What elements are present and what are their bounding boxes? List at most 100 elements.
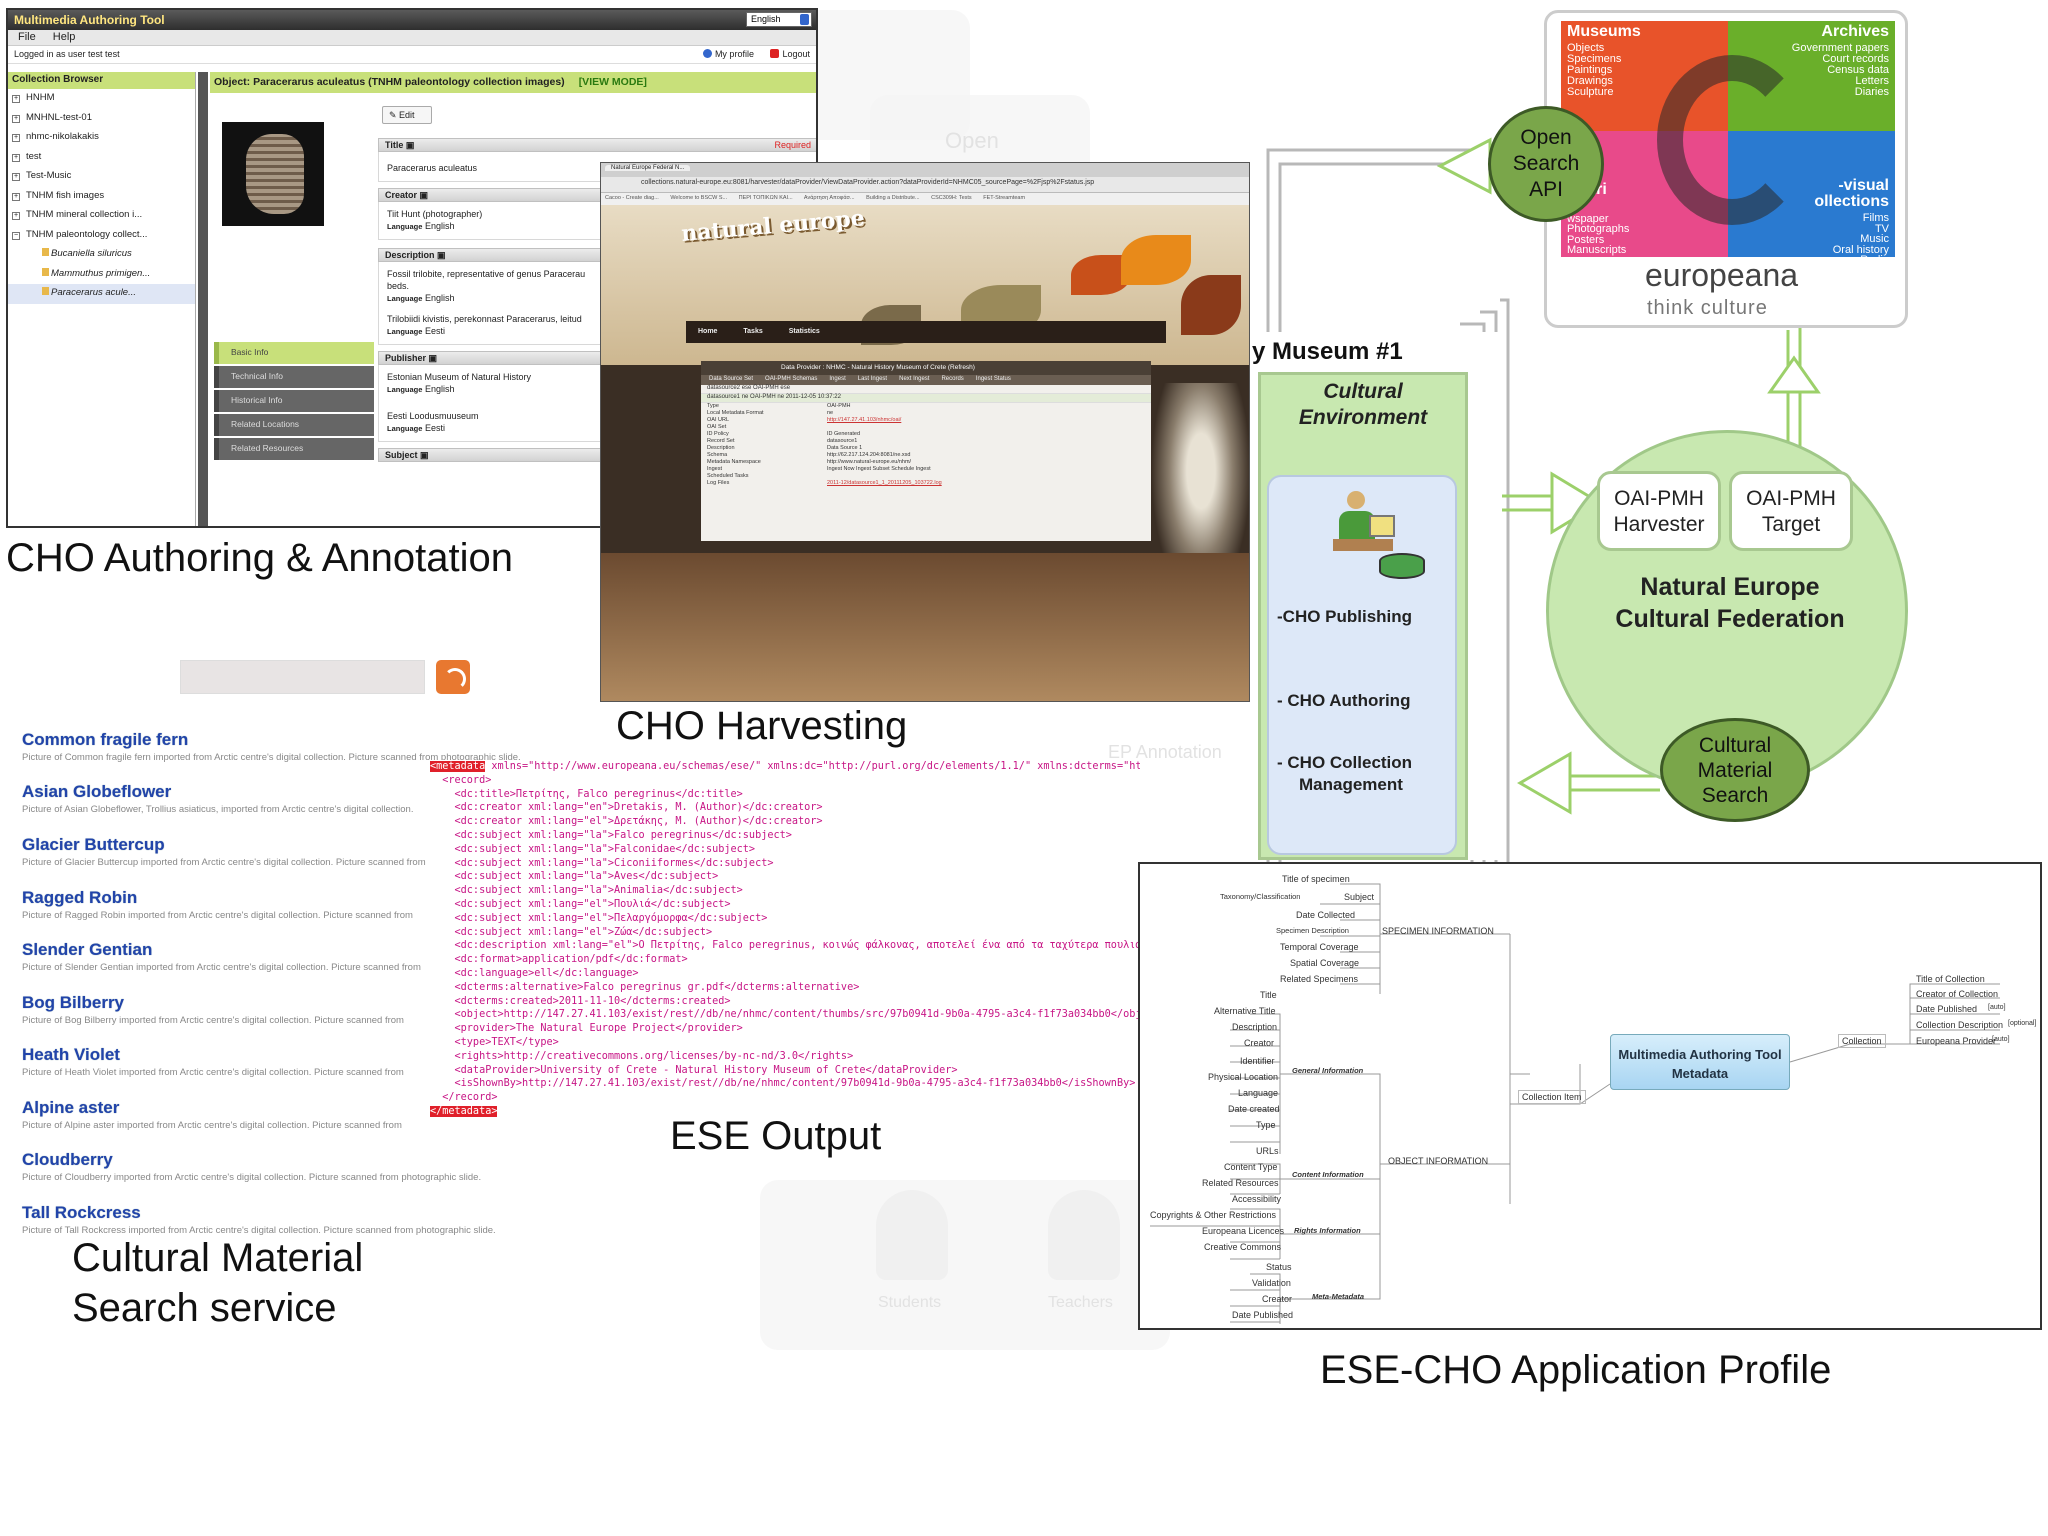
tree-item[interactable]: +HNHM <box>12 92 55 103</box>
result-title[interactable]: Asian Globeflower <box>22 782 172 801</box>
bookmark[interactable]: CSC309H: Tests <box>931 195 972 201</box>
result-title[interactable]: Glacier Buttercup <box>22 835 165 854</box>
expand-icon[interactable]: + <box>12 212 20 220</box>
result-title[interactable]: Common fragile fern <box>22 730 189 749</box>
bookmark[interactable]: ΠΕΡΙ ΤΟΠΙΚΩΝ ΚΑΙ... <box>738 195 793 201</box>
arrow-from-search <box>1517 751 1572 815</box>
view-mode-badge: [VIEW MODE] <box>578 76 647 88</box>
search-input[interactable] <box>180 660 425 694</box>
tree-item[interactable]: +Test-Music <box>12 170 72 181</box>
table-row[interactable]: datasource1 ne OAI-PMH ne 2011-12-05 10:… <box>701 394 1151 403</box>
nav-related-resources[interactable]: Related Resources <box>214 438 374 460</box>
bookmark[interactable]: Ανάρτηση Αποφάσ... <box>803 195 855 201</box>
mm-collection: Collection <box>1838 1034 1886 1048</box>
mm-meta-item: Status <box>1266 1262 1292 1272</box>
nav-historical-info[interactable]: Historical Info <box>214 390 374 412</box>
bookmark[interactable]: Cacoo - Create diag... <box>605 195 659 201</box>
nav-statistics[interactable]: Statistics <box>788 328 820 335</box>
expand-icon[interactable]: + <box>12 173 20 181</box>
user-computer-icon <box>1329 485 1425 585</box>
menu-file[interactable]: File <box>18 31 36 43</box>
nav-related-locations[interactable]: Related Locations <box>214 414 374 436</box>
menu-help[interactable]: Help <box>52 31 76 43</box>
bookmark[interactable]: FET-Streamteam <box>983 195 1026 201</box>
expand-icon[interactable]: + <box>12 192 20 201</box>
browser-address-bar[interactable]: collections.natural-europe.eu:8081/harve… <box>601 177 1249 193</box>
result-description: Picture of Alpine aster imported from Ar… <box>22 1120 402 1131</box>
edit-button[interactable]: ✎ Edit <box>382 106 432 124</box>
result-title[interactable]: Bog Bilberry <box>22 993 125 1012</box>
service-authoring: - CHO Authoring <box>1277 691 1411 710</box>
mm-auto-tag: [auto] <box>1992 1036 2010 1043</box>
tree-item[interactable]: +test <box>12 150 42 162</box>
log-file-link[interactable]: 2011-12/datasource1_1_20111205_103722.lo… <box>827 480 942 486</box>
tree-item[interactable]: +MNHNL-test-01 <box>12 111 92 123</box>
result-title[interactable]: Heath Violet <box>22 1045 120 1064</box>
language-select[interactable]: English <box>746 12 812 27</box>
xml-line: <record> <box>430 774 492 786</box>
tree-item[interactable]: −TNHM paleontology collect... <box>12 228 148 240</box>
tree-item[interactable]: +nhmc-nikolakakis <box>12 131 99 142</box>
nav-technical-info[interactable]: Technical Info <box>214 366 374 388</box>
mm-coll-item: Date Published <box>1916 1004 1978 1014</box>
service-collection: - CHO Collection <box>1277 753 1413 772</box>
browser-splitter[interactable] <box>198 72 208 526</box>
table-row[interactable]: datasource2 ese OAI-PMH ese <box>701 385 1151 394</box>
mat-title: Multimedia Authoring Tool <box>14 13 165 27</box>
collection-browser-header: Collection Browser <box>8 72 195 89</box>
logout-link[interactable]: Logout <box>770 49 810 59</box>
ingest-buttons[interactable]: Ingest Now Ingest Subset Schedule Ingest <box>827 466 931 472</box>
mat-userbar: Logged in as user test test My profile L… <box>8 46 816 64</box>
nav-basic-info[interactable]: Basic Info <box>214 342 374 364</box>
tree-item[interactable]: +TNHM fish images <box>12 189 105 201</box>
site-footer-background <box>601 553 1249 701</box>
mm-spec-item: Date Collected <box>1296 910 1356 920</box>
tree-leaf[interactable]: Bucaniella siluricus <box>8 245 195 265</box>
result-title[interactable]: Alpine aster <box>22 1098 120 1117</box>
collage-e-logo <box>1657 55 1807 225</box>
result-title[interactable]: Slender Gentian <box>22 940 153 959</box>
rss-feed-icon[interactable] <box>436 660 470 694</box>
image-file-icon <box>42 248 49 256</box>
expand-icon[interactable]: + <box>12 95 20 103</box>
mm-coll-item: Title of Collection <box>1916 974 1985 984</box>
label-ese-output: ESE Output <box>670 1114 882 1158</box>
result-title[interactable]: Ragged Robin <box>22 888 138 907</box>
trilobite-thumbnail[interactable] <box>222 122 324 226</box>
cat-av-2: ollections <box>1814 193 1889 210</box>
expand-icon[interactable]: + <box>12 134 20 142</box>
tree-item[interactable]: +TNHM mineral collection i... <box>12 209 143 220</box>
browser-tab[interactable]: Natural Europe Federal N... <box>605 165 691 171</box>
tree-leaf[interactable]: Mammuthus primigen... <box>8 265 195 285</box>
result-description: Picture of Glacier Buttercup imported fr… <box>22 857 426 868</box>
result-title[interactable]: Tall Rockcress <box>22 1203 141 1222</box>
my-profile-link[interactable]: My profile <box>702 49 754 59</box>
bookmark[interactable]: Welcome to BSCW S... <box>670 195 728 201</box>
detail-row: OAI Set <box>707 424 727 430</box>
result-title[interactable]: Cloudberry <box>22 1150 113 1169</box>
collapse-icon[interactable]: − <box>12 231 20 240</box>
mm-meta-item: Creator <box>1262 1294 1293 1304</box>
tree-leaf-selected[interactable]: Paracerarus acule... <box>8 284 195 304</box>
expand-icon[interactable]: + <box>12 153 20 162</box>
expand-icon[interactable]: + <box>12 114 20 123</box>
bookmark[interactable]: Building a Distribute... <box>866 195 920 201</box>
nav-tasks[interactable]: Tasks <box>743 328 763 335</box>
nav-home[interactable]: Home <box>698 328 718 335</box>
mm-coll-item: Creator of Collection <box>1916 989 1999 999</box>
collection-browser: Collection Browser +HNHM +MNHNL-test-01 … <box>8 72 196 526</box>
